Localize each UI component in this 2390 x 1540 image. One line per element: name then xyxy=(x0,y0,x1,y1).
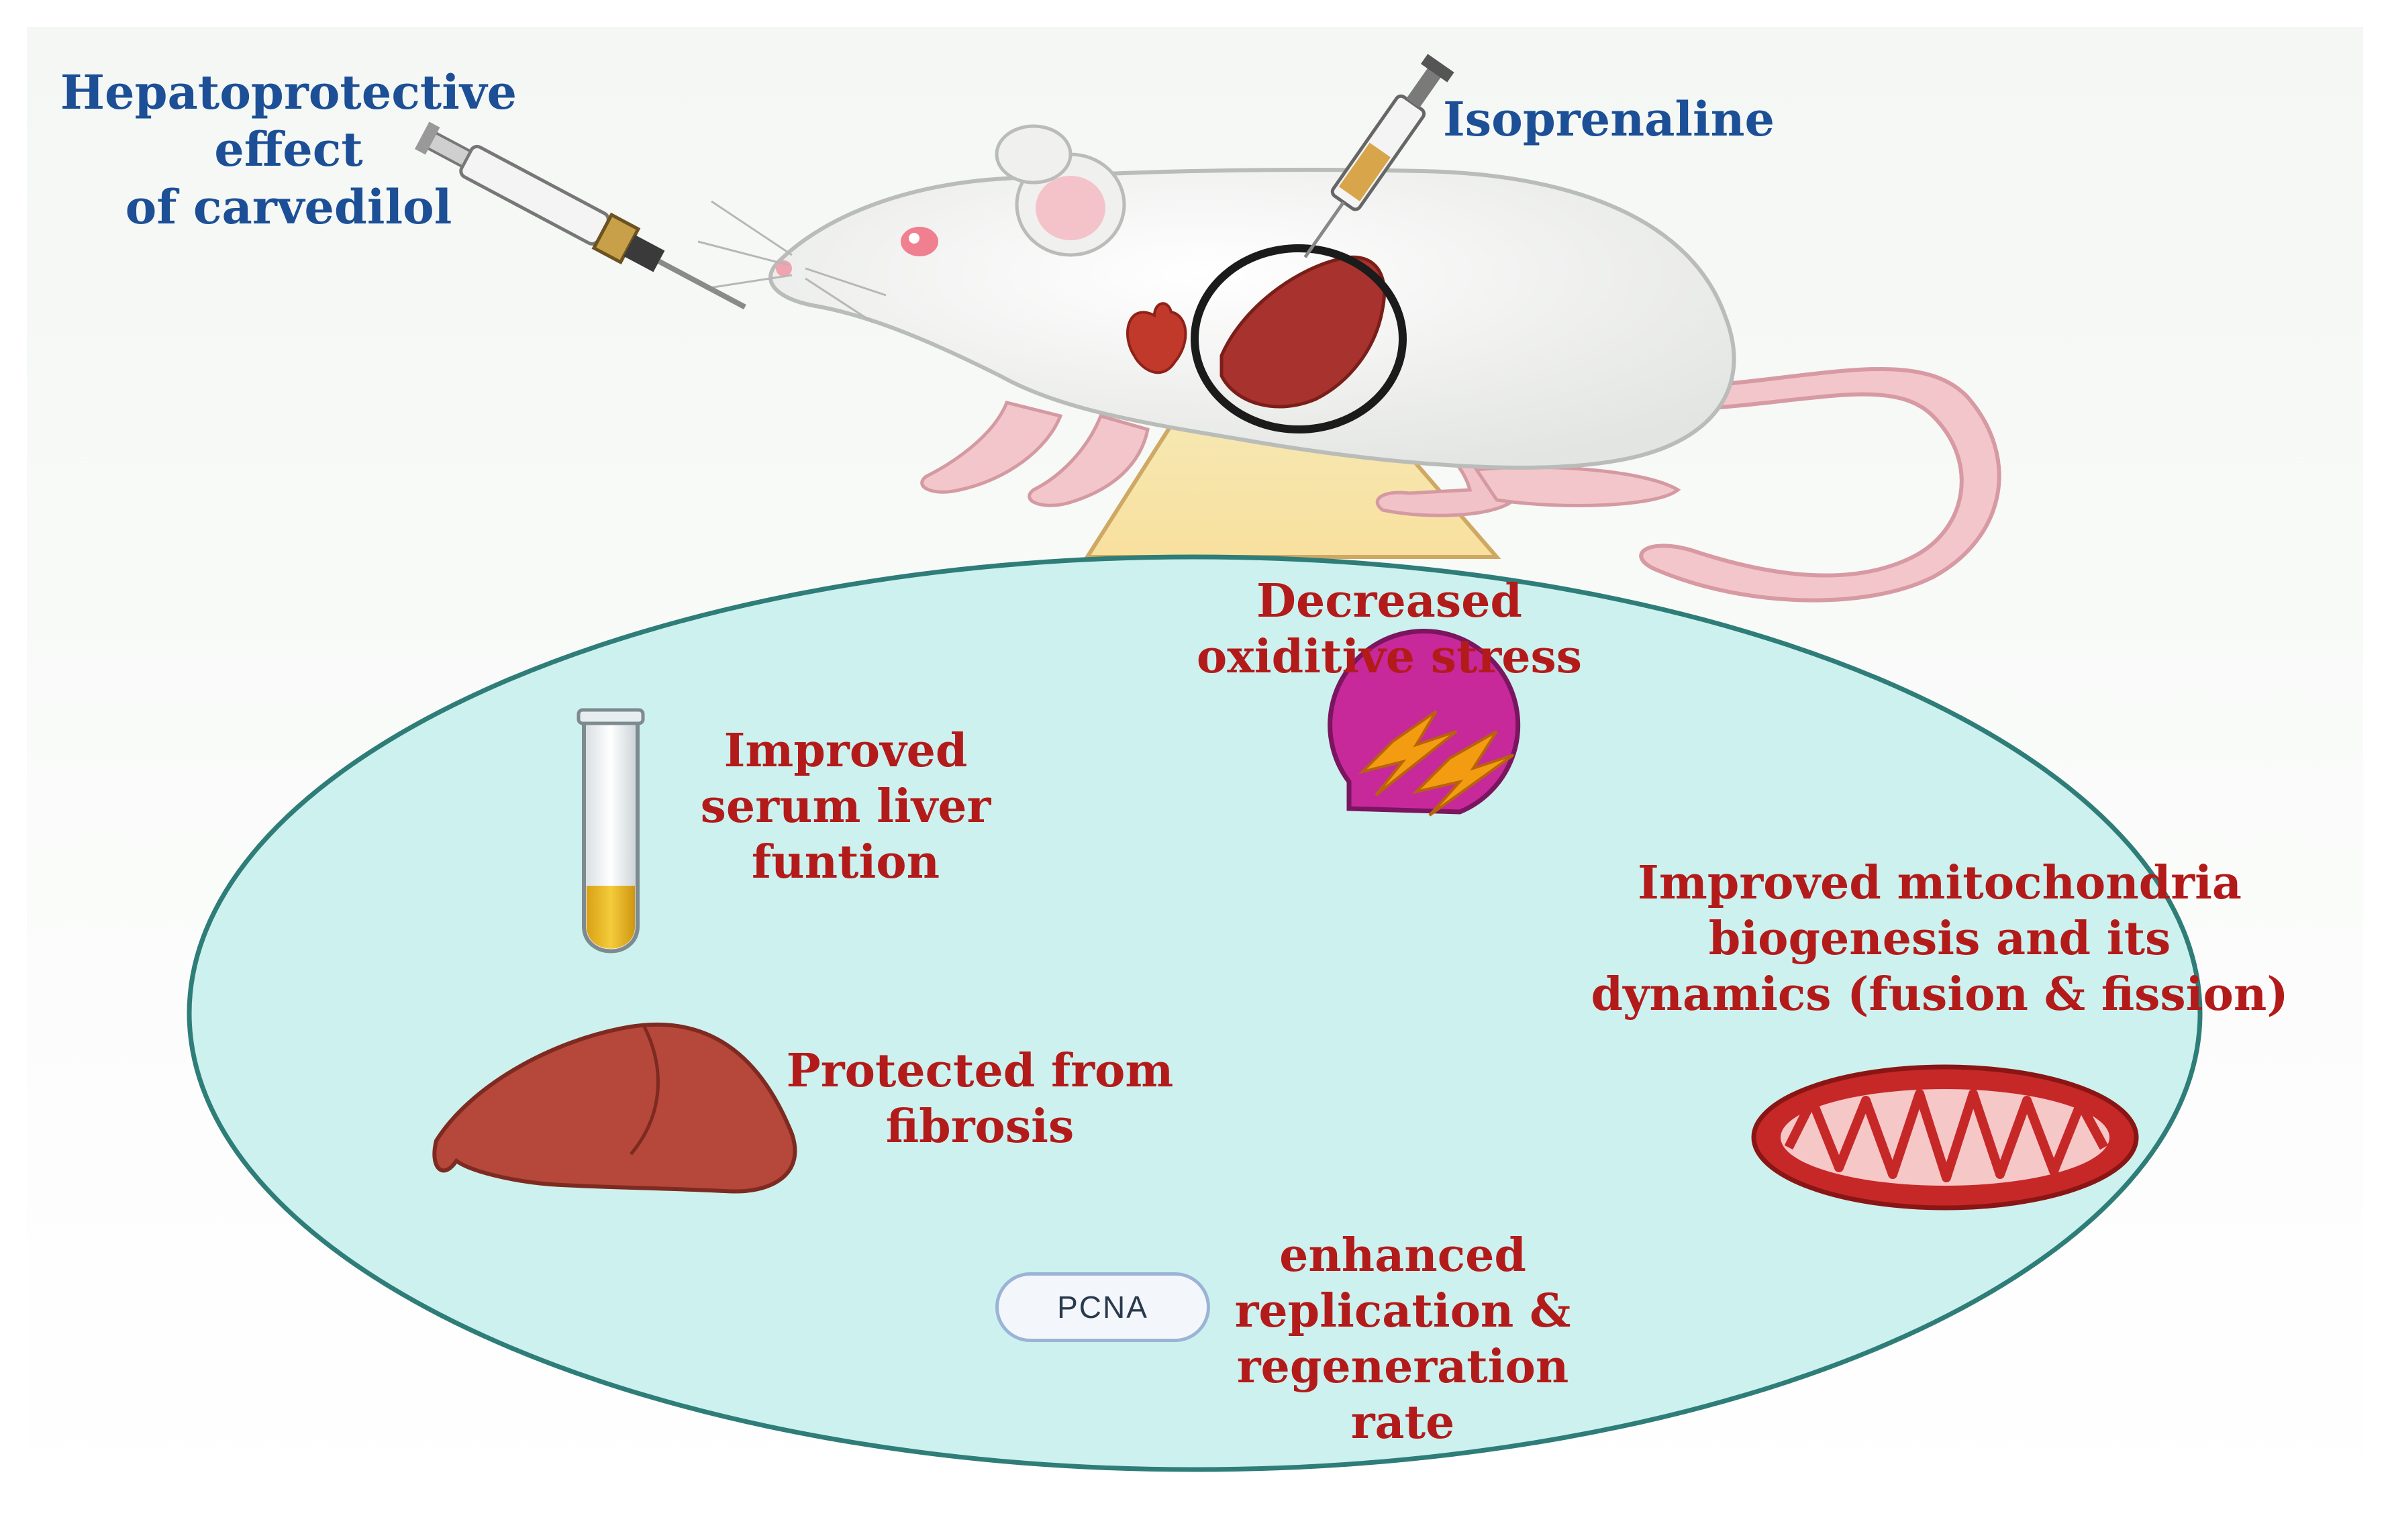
mitochondria-label: Improved mitochondria biogenesis and its… xyxy=(1557,856,2322,1023)
effects-ellipse xyxy=(187,554,2203,1472)
fibrosis-line-2: fibrosis xyxy=(885,1099,1075,1153)
title-line-2: effect xyxy=(214,121,363,178)
serum-line-2: serum liver xyxy=(700,779,991,833)
rat-tail xyxy=(1639,366,2001,603)
mitochondria-icon xyxy=(1751,1064,2139,1211)
syringe-gavage-icon xyxy=(414,121,746,310)
fibrosis-line-1: Protected from xyxy=(786,1044,1174,1098)
zoom-circle xyxy=(1191,244,1407,433)
syringe-icon xyxy=(1303,54,1454,258)
title-line-3: of carvedilol xyxy=(125,178,452,235)
serum-line-3: funtion xyxy=(751,835,940,889)
replication-line-4: rate xyxy=(1350,1395,1455,1449)
oxidative-stress-label: Decreased oxiditive stress xyxy=(1154,574,1624,685)
title-line-1: Hepatoprotective xyxy=(60,64,517,120)
oxidative-line-2: oxiditive stress xyxy=(1196,629,1583,684)
test-tube-icon xyxy=(577,708,645,954)
serum-label: Improved serum liver funtion xyxy=(658,723,1034,890)
mito-line-2: biogenesis and its xyxy=(1708,911,2171,966)
replication-line-2: replication & xyxy=(1234,1284,1571,1338)
title-label: Hepatoprotective effect of carvedilol xyxy=(27,64,550,236)
rat-illustration xyxy=(697,124,1736,517)
rat-liver-icon xyxy=(1219,255,1386,409)
replication-label: enhanced replication & regeneration rate xyxy=(1195,1228,1611,1451)
replication-line-3: regeneration xyxy=(1236,1339,1569,1394)
mito-line-1: Improved mitochondria xyxy=(1638,856,2242,910)
fibrosis-label: Protected from fibrosis xyxy=(752,1043,1208,1155)
pcna-badge: PCNA xyxy=(995,1272,1210,1342)
replication-line-1: enhanced xyxy=(1279,1229,1526,1282)
heart-icon xyxy=(1126,302,1187,374)
pie-lightning-icon xyxy=(1328,629,1521,817)
isoprenaline-text: Isoprenaline xyxy=(1443,91,1775,147)
liver-icon xyxy=(432,1022,797,1194)
serum-line-1: Improved xyxy=(724,724,968,778)
mito-line-3: dynamics (fusion & fission) xyxy=(1591,967,2289,1021)
oxidative-line-1: Decreased xyxy=(1256,574,1522,628)
isoprenaline-label: Isoprenaline xyxy=(1443,91,1805,148)
